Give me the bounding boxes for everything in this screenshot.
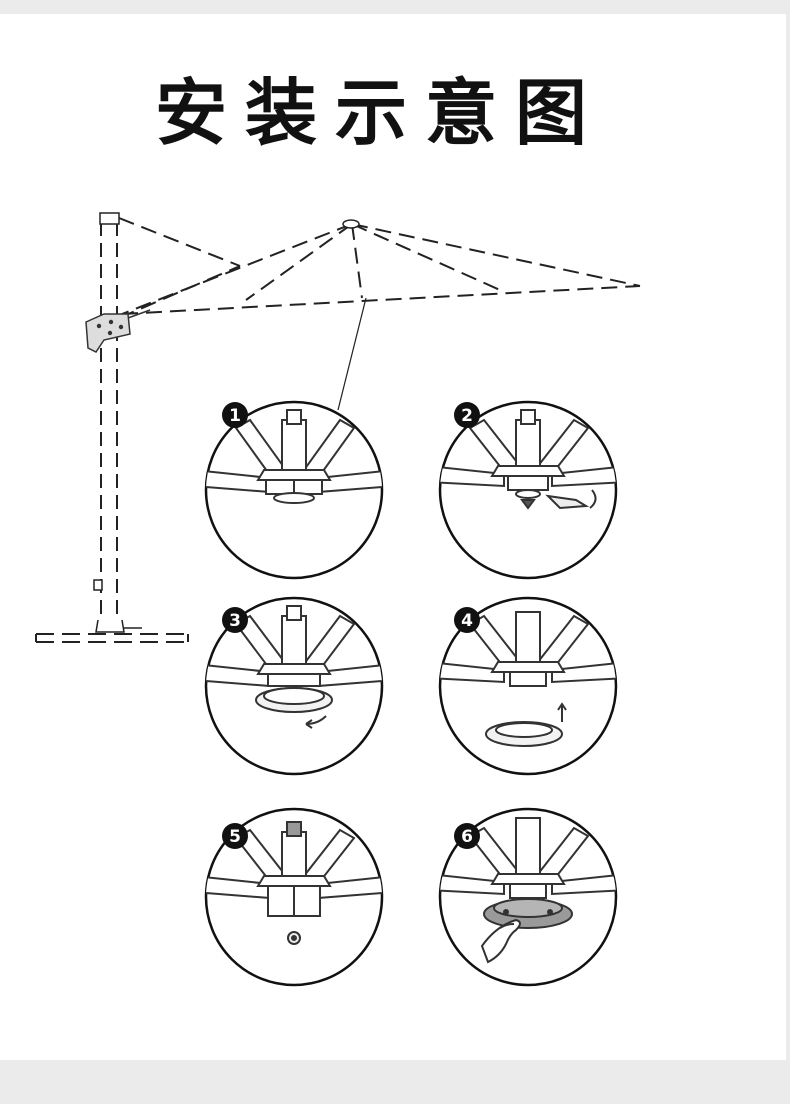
pole-top-cap (99, 212, 120, 225)
step-number-3: 3 (229, 611, 241, 631)
canopy-top-finial (342, 219, 360, 229)
step-6-detail (438, 807, 618, 987)
step-badge-1: 1 (222, 402, 248, 428)
step-number-4: 4 (461, 611, 473, 631)
step-badge-4: 4 (454, 607, 480, 633)
pole-clamp (93, 579, 103, 591)
base-bracket (95, 619, 142, 633)
step-badge-3: 3 (222, 607, 248, 633)
umbrella-overview (35, 212, 641, 643)
step-badge-6: 6 (454, 823, 480, 849)
step-number-1: 1 (229, 406, 241, 426)
umbrella-base (35, 633, 189, 643)
step-3-detail (204, 596, 384, 776)
step-4-detail (438, 596, 618, 776)
umbrella-arm (118, 217, 241, 319)
step-number-2: 2 (461, 406, 473, 426)
step-badge-5: 5 (222, 823, 248, 849)
page-sheet: 安装示意图 (0, 14, 786, 1060)
step-badge-2: 2 (454, 402, 480, 428)
step-5-detail (204, 807, 384, 987)
crank-handle-icon (85, 309, 151, 353)
page-title: 安装示意图 (154, 71, 605, 155)
detail-leader-line (337, 297, 367, 411)
step-2-detail (438, 400, 618, 580)
step-1-detail (204, 400, 384, 580)
step-number-5: 5 (229, 827, 241, 847)
umbrella-canopy (121, 223, 641, 315)
umbrella-pole (100, 222, 118, 620)
step-number-6: 6 (461, 827, 473, 847)
